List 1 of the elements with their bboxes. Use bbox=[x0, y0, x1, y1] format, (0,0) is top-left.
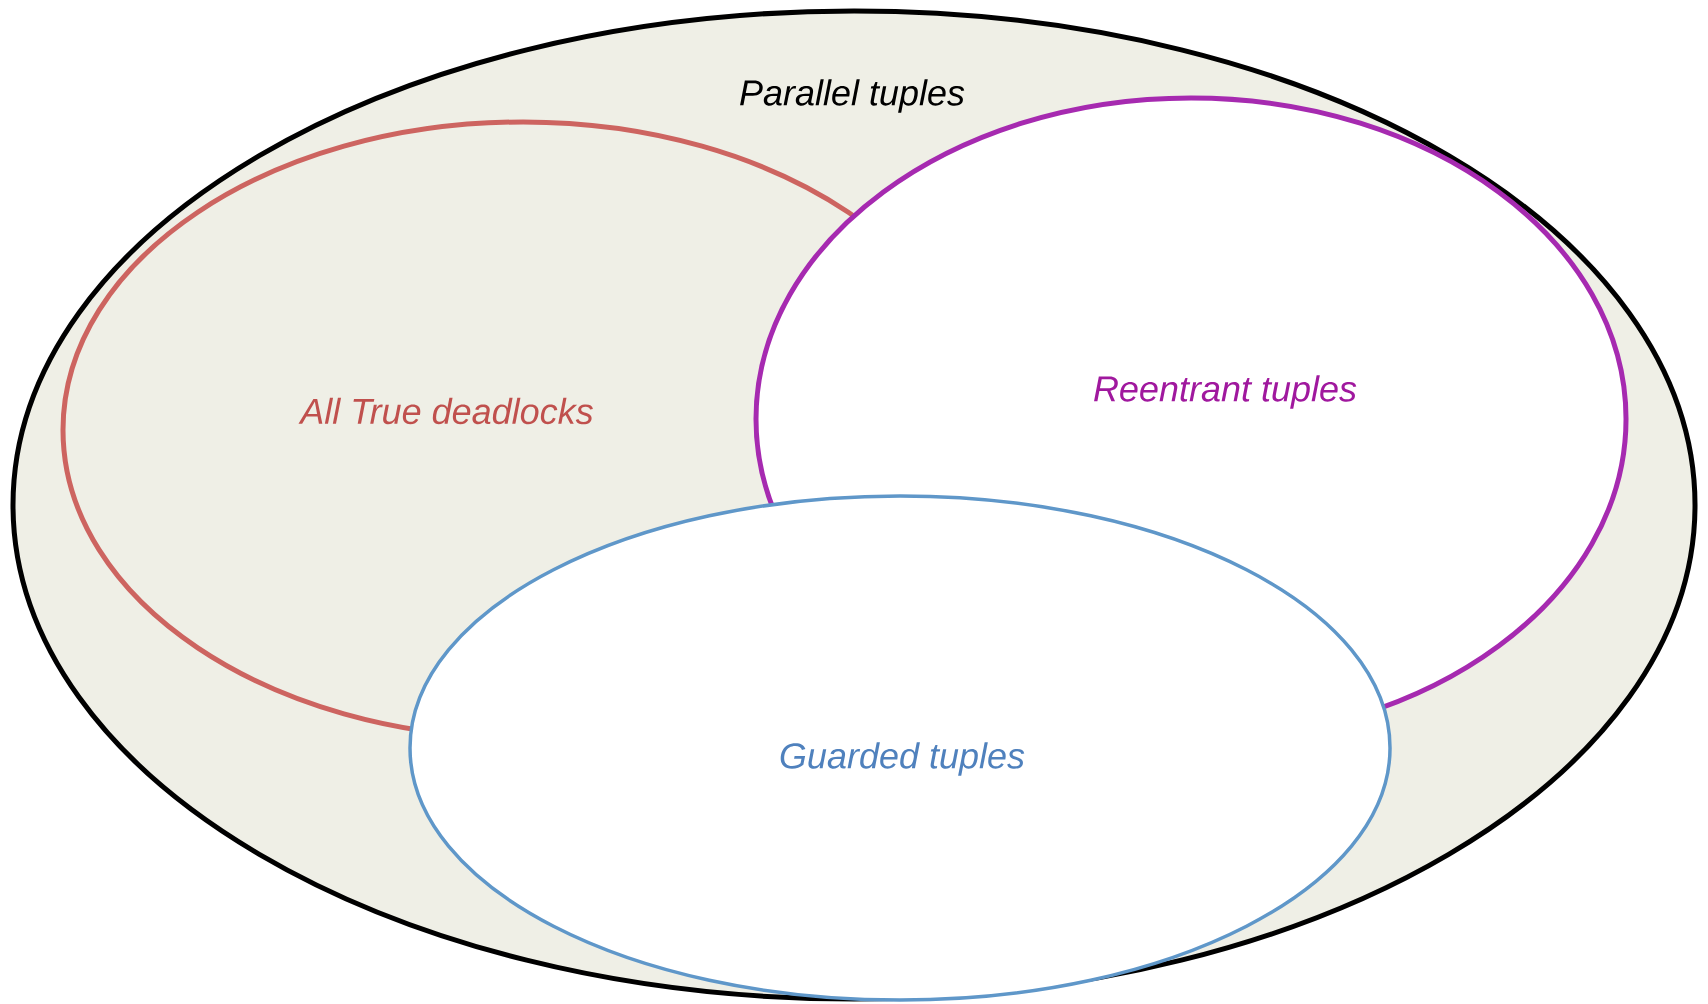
node-label: Guarded tuples bbox=[780, 742, 1025, 776]
